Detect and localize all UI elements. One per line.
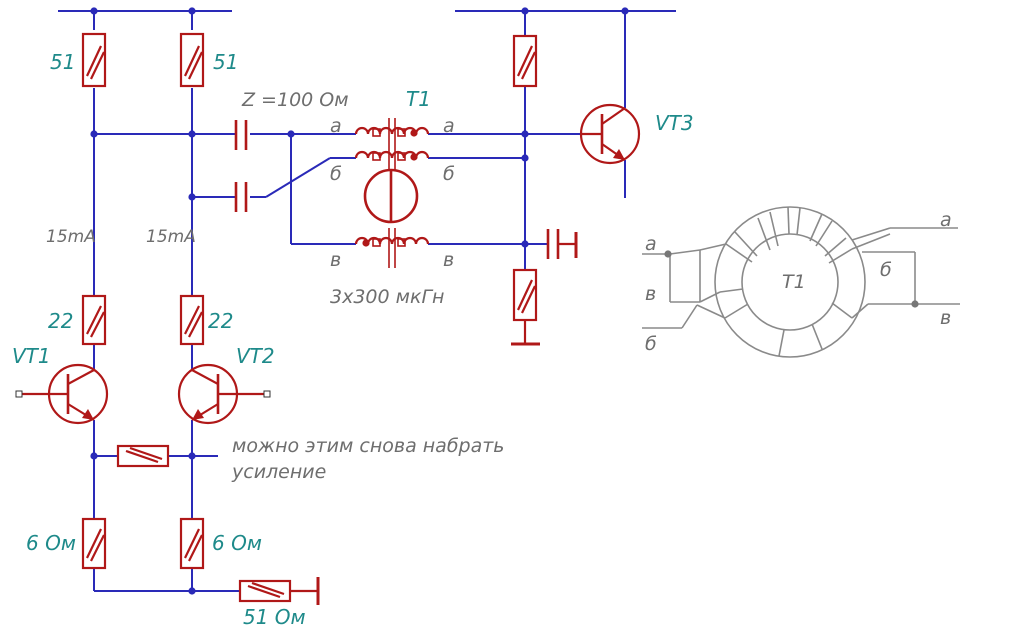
resistor-bridge (116, 444, 170, 468)
label-inductance: 3х300 мкГн (330, 286, 444, 308)
label-toroid-t1: T1 (782, 271, 806, 293)
resistor-r1-top (81, 32, 107, 88)
label-vt3: VT3 (655, 111, 694, 135)
resistor-r1-mid (81, 294, 107, 346)
label-vt2: VT2 (236, 344, 275, 368)
label-r2-mid: 22 (208, 309, 233, 333)
transistor-vt3 (579, 103, 641, 165)
label-toroid-b-right: б (880, 259, 892, 281)
label-current-right: 15mA (146, 227, 196, 247)
label-toroid-v-left: в (645, 283, 656, 305)
label-toroid-b-left: б (645, 333, 657, 355)
label-winding-a-left: а (330, 115, 342, 137)
junction-dots (90, 7, 629, 595)
label-r-emitter: 51 Ом (243, 605, 306, 629)
transistor-vt1 (15, 363, 109, 425)
label-r1-mid: 22 (48, 309, 73, 333)
resistor-r3-top (512, 34, 538, 88)
resistor-r3-bot (511, 268, 540, 346)
label-winding-v-right: в (443, 249, 454, 271)
label-winding-a-right: а (443, 115, 455, 137)
label-toroid-a-left: а (645, 233, 657, 255)
label-impedance: Z =100 Ом (241, 89, 349, 111)
label-t1: T1 (406, 87, 431, 111)
transistor-vt2 (177, 363, 271, 425)
resistor-r2-top (179, 32, 205, 88)
capacitor-c1 (234, 120, 248, 150)
resistor-r2-mid (179, 294, 205, 346)
note-line-2: усиление (231, 461, 326, 483)
label-winding-b-left: б (330, 163, 342, 185)
note-line-1: можно этим снова набрать (232, 435, 505, 457)
label-vt1: VT1 (12, 344, 51, 368)
resistor-r1-bot (81, 517, 107, 570)
capacitor-c2 (234, 182, 248, 212)
resistor-emitter-51 (238, 577, 320, 605)
label-r2-bot: 6 Ом (212, 531, 262, 555)
label-current-left: 15mA (46, 227, 96, 247)
label-r1-top: 51 (50, 50, 75, 74)
capacitor-c3 (546, 229, 578, 259)
label-winding-b-right: б (443, 163, 455, 185)
label-r2-top: 51 (213, 50, 238, 74)
label-toroid-v-right: в (940, 307, 951, 329)
transformer-t1 (354, 118, 430, 268)
label-toroid-a-right: а (940, 209, 952, 231)
label-winding-v-left: в (330, 249, 341, 271)
wiring (58, 10, 676, 592)
toroid-winding-diagram (642, 206, 960, 358)
resistor-r2-bot (179, 517, 205, 570)
label-r1-bot: 6 Ом (26, 531, 76, 555)
